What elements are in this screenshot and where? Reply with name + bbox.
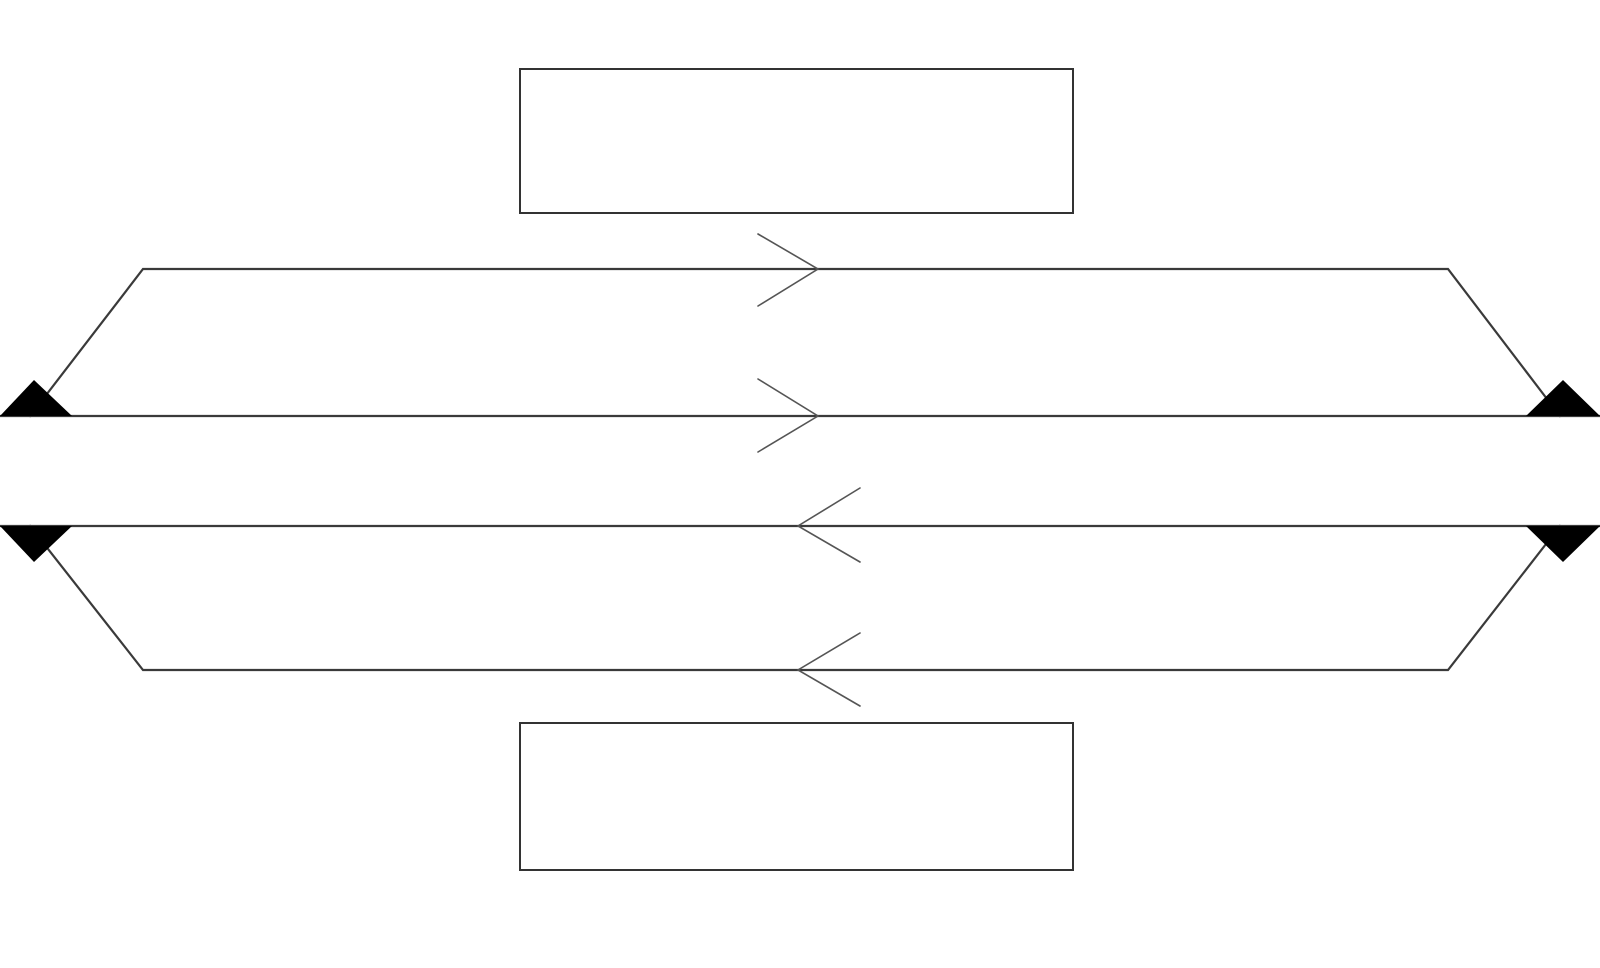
platform-bottom [519,722,1074,871]
arrow-right-icon-track-2 [757,378,820,453]
switch-bottom-right-marker-icon [1526,526,1600,562]
platform-top [519,68,1074,214]
switch-top-right-marker-icon [1526,380,1600,416]
track-4-lower-loop [28,524,1562,672]
switch-top-left-marker-icon [0,380,72,416]
track-1-upper-loop [28,267,1562,418]
arrow-right-icon-track-1 [757,233,820,307]
arrow-left-icon-track-3 [796,487,861,563]
arrow-left-icon-track-4 [796,632,861,707]
switch-bottom-left-marker-icon [0,526,72,562]
